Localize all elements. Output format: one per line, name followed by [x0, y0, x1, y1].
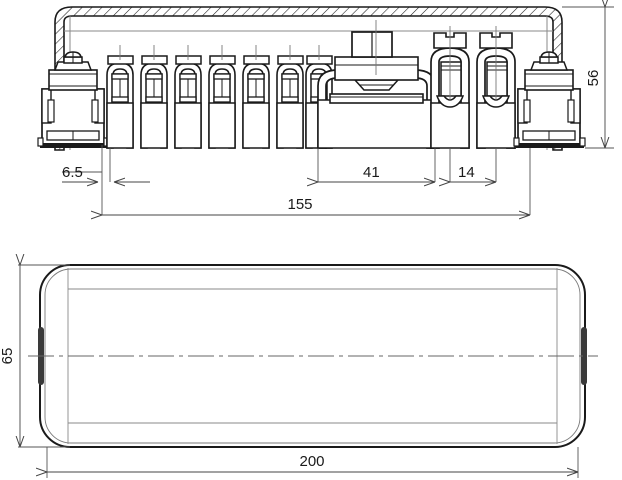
dimension-set-front: 6.5 41 14 155 56 [62, 7, 614, 215]
center-busbar-terminal [317, 20, 436, 149]
large-terminal-group [430, 26, 516, 149]
small-terminal [140, 45, 168, 149]
housing-shell-section [54, 6, 563, 151]
small-terminal [276, 45, 304, 149]
top-plan-view: 65 200 [0, 265, 598, 478]
dim-label-200: 200 [299, 453, 324, 470]
dim-label-41: 41 [363, 164, 380, 181]
large-terminal [430, 26, 470, 149]
latch-tab-right [581, 327, 587, 385]
dim-label-14: 14 [458, 164, 475, 181]
dim-label-65: 65 [0, 348, 16, 365]
small-terminal [174, 45, 202, 149]
large-terminal [476, 26, 516, 149]
left-end-cap [37, 51, 110, 148]
shell-outline [54, 6, 563, 151]
right-end-cap [513, 51, 586, 148]
dim-label-56: 56 [585, 70, 602, 87]
small-terminal [106, 45, 134, 149]
front-elevation-view: 6.5 41 14 155 56 [37, 6, 614, 215]
dim-label-6_5: 6.5 [62, 164, 83, 181]
dimension-set-plan: 65 200 [0, 265, 579, 478]
dim-label-155: 155 [287, 196, 312, 213]
small-terminal [208, 45, 236, 149]
small-terminal [242, 45, 270, 149]
